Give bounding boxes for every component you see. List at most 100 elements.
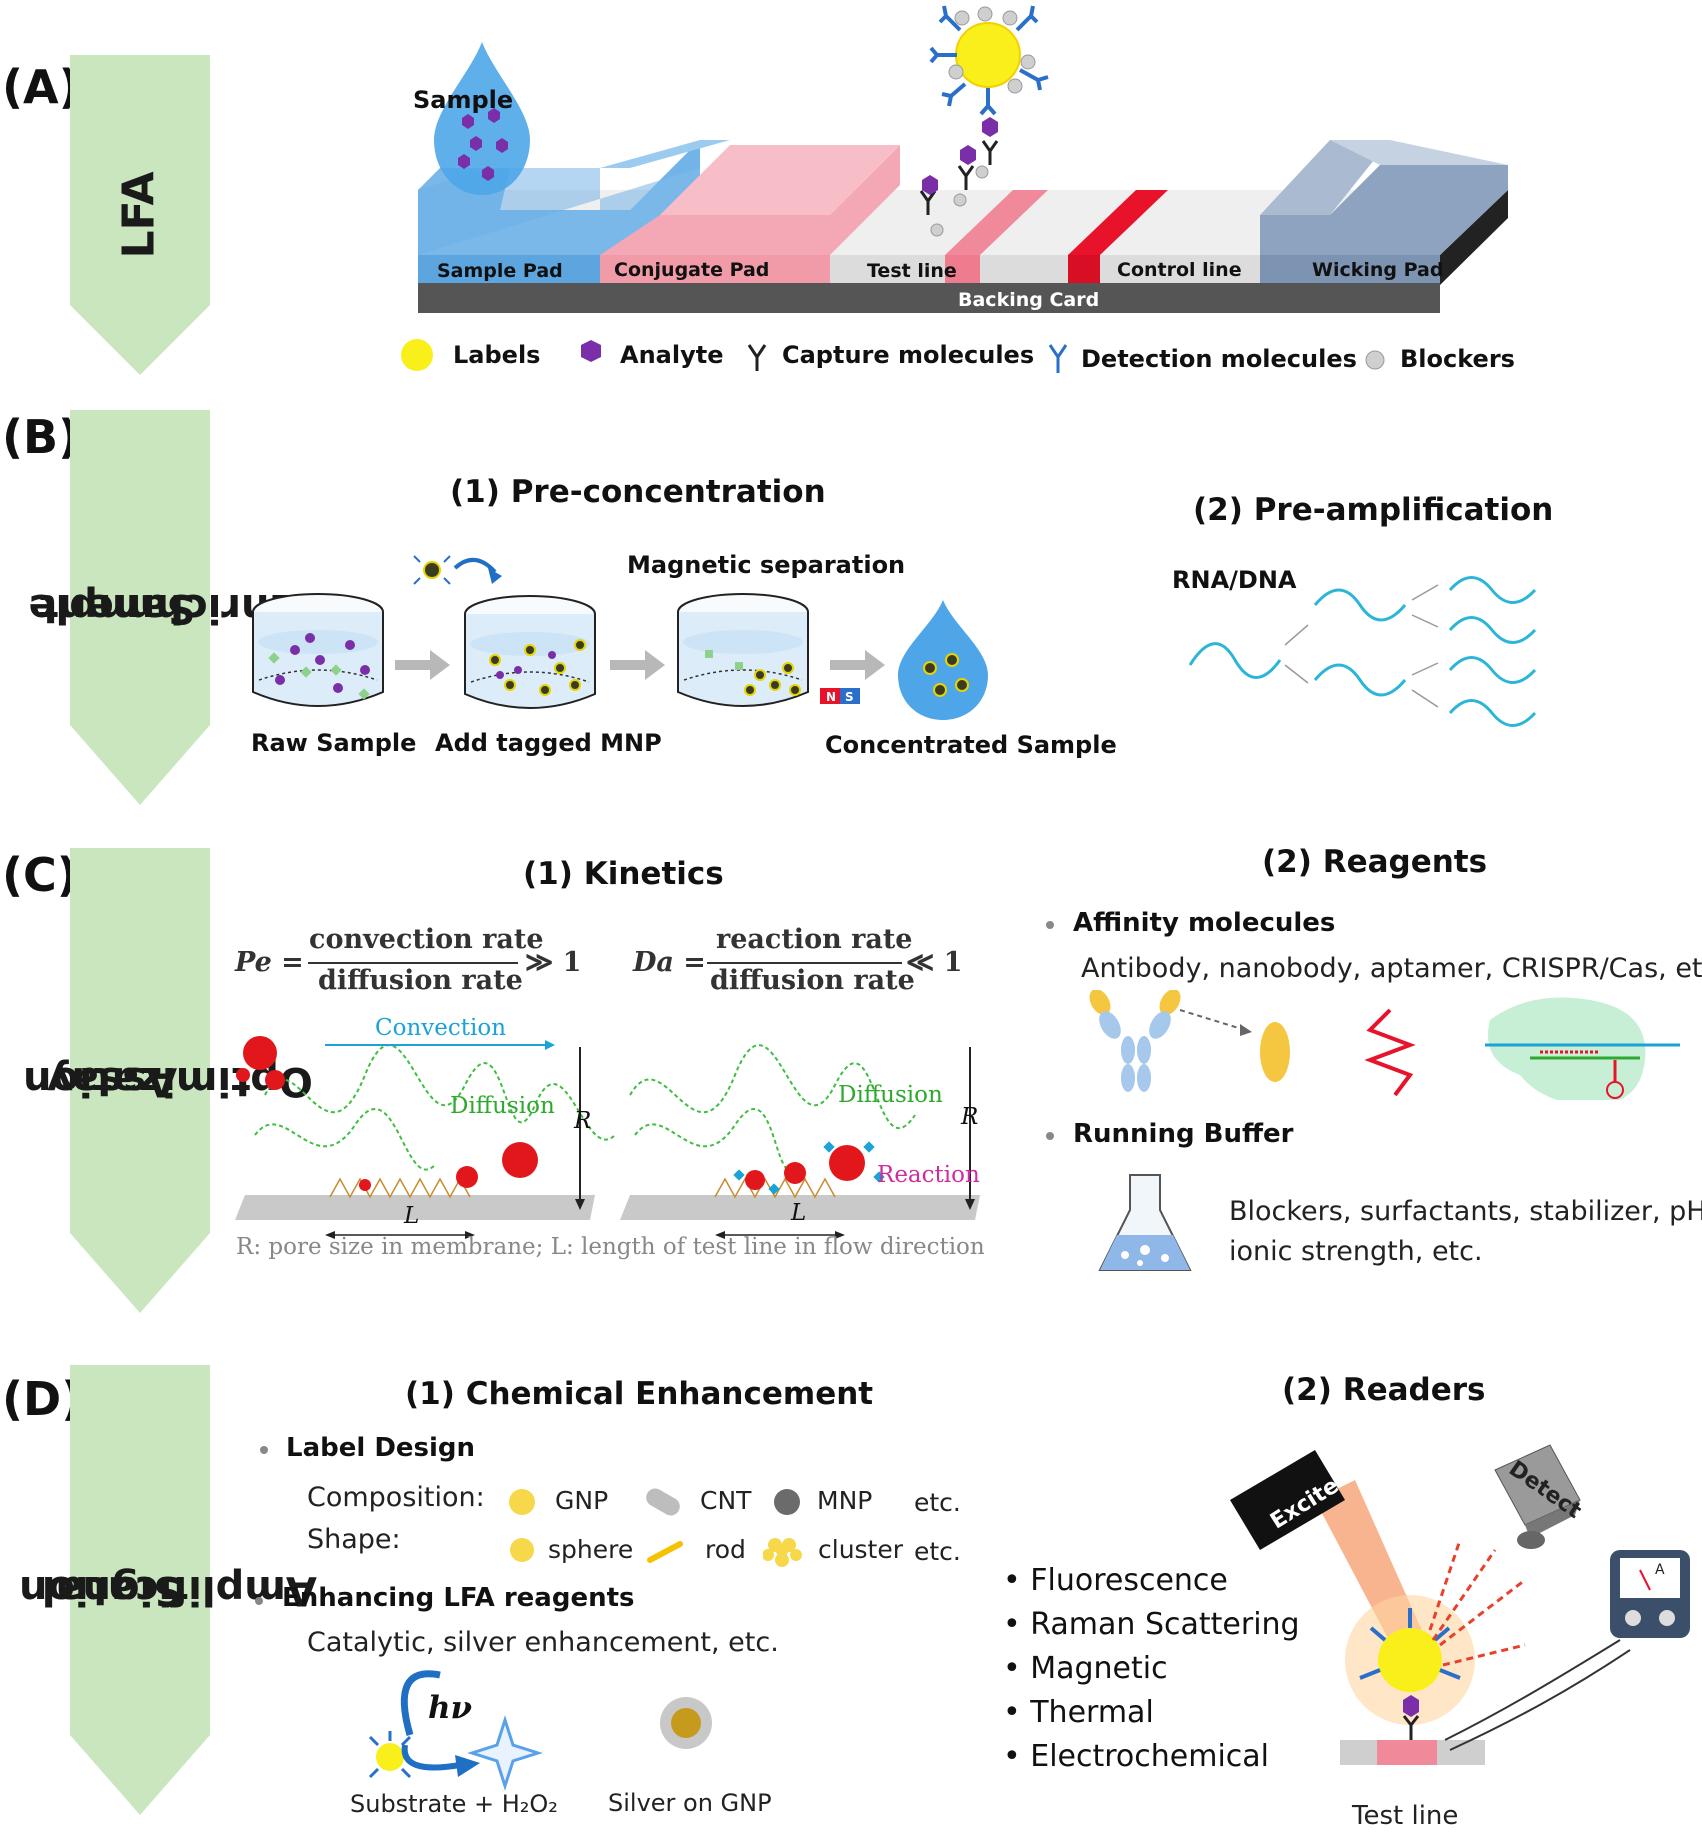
chemical-enhancement-title: (1) Chemical Enhancement: [405, 1376, 874, 1412]
legend-blockers-icon: [1365, 350, 1385, 370]
lfa-arrow: LFA: [70, 55, 210, 375]
reader-item-raman: • Raman Scattering: [1003, 1607, 1300, 1642]
r-label-left: R: [574, 1108, 592, 1134]
arrow-3-icon: [830, 650, 885, 680]
affinity-text: Antibody, nanobody, aptamer, CRISPR/Cas,…: [1081, 953, 1702, 984]
dna-wave-6: [1448, 656, 1537, 684]
buffer-bullet-dot: [1046, 1132, 1054, 1140]
dna-wave-4: [1448, 576, 1537, 604]
magnet-s: S: [845, 690, 854, 704]
substrate-particle-icon: [368, 1731, 412, 1779]
conjugate-pad: [600, 145, 900, 255]
cluster-icon: [763, 1538, 802, 1567]
backing-card-front: [418, 283, 1440, 313]
sphere-icon: [510, 1538, 534, 1562]
reader-item-fluorescence: • Fluorescence: [1003, 1563, 1228, 1598]
label-design-title: Label Design: [286, 1433, 476, 1463]
diffusion-label-right: Diffusion: [838, 1082, 943, 1108]
test-line-label: Test line: [867, 260, 957, 282]
reader-item-electrochemical: • Electrochemical: [1003, 1739, 1270, 1774]
section-c-tag: (C): [2, 848, 78, 902]
reader-item-magnetic: • Magnetic: [1003, 1651, 1168, 1686]
reagents-title: (2) Reagents: [1262, 844, 1488, 880]
excite-source-icon: Excite: [1230, 1450, 1345, 1550]
kinetics-particles-left: [236, 1036, 538, 1191]
cluster-label: cluster: [818, 1535, 904, 1564]
add-mnp-label: Add tagged MNP: [435, 729, 662, 757]
meter-label: A: [1655, 1562, 1665, 1578]
pre-concentration-title: (1) Pre-concentration: [450, 474, 826, 510]
convection-label: Convection: [375, 1015, 507, 1041]
dna-wave-3: [1313, 663, 1407, 697]
ammeter-icon: A: [1610, 1550, 1690, 1638]
dna-wave-7: [1448, 699, 1537, 727]
sample-pad-label: Sample Pad: [437, 260, 563, 282]
shape-label: Shape:: [307, 1524, 401, 1555]
concentrated-sample-label: Concentrated Sample: [825, 731, 1117, 759]
magnet-n: N: [826, 690, 836, 704]
test-line-stripe: [945, 190, 1048, 255]
composition-label: Composition:: [307, 1482, 485, 1513]
label-design-icons: [509, 1488, 800, 1563]
drop-analytes: [458, 108, 508, 181]
concentrated-drop-icon: [898, 600, 988, 720]
hv-arrow: [400, 1670, 441, 1736]
pre-amplification-diagram: [1188, 576, 1537, 727]
detector-icon: Detect: [1494, 1444, 1586, 1549]
rna-dna-label: RNA/DNA: [1172, 566, 1297, 594]
kinetics-title: (1) Kinetics: [523, 856, 724, 892]
wicking-pad-label: Wicking Pad: [1312, 259, 1444, 281]
legend-capture: Capture molecules: [782, 341, 1035, 369]
mnp-icon: [774, 1489, 800, 1515]
legend-labels-icon: [401, 339, 433, 371]
pre-amplification-title: (2) Pre-amplification: [1193, 492, 1554, 528]
gnp-label: GNP: [555, 1486, 609, 1515]
rod-icon: [647, 1541, 683, 1563]
reaction-label: Reaction: [877, 1162, 980, 1188]
affinity-bullet-dot: [1046, 921, 1054, 929]
magnet-icon: N S: [820, 688, 860, 704]
aptamer-icon: [1364, 1008, 1416, 1097]
da-lhs: Da =: [633, 947, 706, 978]
rod-label: rod: [705, 1535, 746, 1564]
dna-wave-5: [1448, 616, 1537, 644]
cnt-icon: [646, 1488, 680, 1516]
dna-wave-2: [1313, 588, 1407, 622]
pre-concentration-diagram: N S: [252, 555, 988, 720]
gnp-icon: [509, 1489, 535, 1515]
magnetic-separation-label: Magnetic separation: [627, 551, 906, 579]
raw-sample-label: Raw Sample: [251, 729, 417, 757]
pe-lhs: Pe =: [235, 947, 304, 978]
buffer-title: Running Buffer: [1073, 1119, 1294, 1149]
affinity-icons: [1089, 990, 1680, 1100]
sparkle-icon: [467, 1715, 543, 1791]
label-design-bullet-dot: [260, 1446, 268, 1454]
legend-icons: [401, 339, 1385, 373]
arrow-1-icon: [395, 650, 450, 680]
capture-complex: [919, 140, 999, 215]
sphere-label: sphere: [548, 1535, 634, 1564]
nanobody-icon: [1260, 1022, 1290, 1082]
arrow-2-icon: [610, 650, 665, 680]
l-label-left: L: [404, 1203, 420, 1229]
buffer-line1: Blockers, surfactants, stabilizer, pH,: [1229, 1196, 1702, 1227]
legend-blockers: Blockers: [1400, 345, 1515, 373]
pe-numerator: convection rate: [309, 924, 544, 955]
legend-detection-icon: [1048, 344, 1068, 373]
magnetic-separation-beaker: [677, 593, 809, 707]
kinetics-particles-right: [745, 1145, 865, 1190]
substrate-label: Substrate + H₂O₂: [350, 1790, 558, 1818]
membrane-left: [235, 1195, 595, 1220]
hv-label: hν: [428, 1690, 473, 1726]
da-numerator: reaction rate: [716, 924, 913, 955]
conjugate-pad-label: Conjugate Pad: [614, 259, 770, 281]
lfa-arrow-label: LFA: [113, 171, 165, 259]
legend-labels: Labels: [453, 341, 541, 369]
etc-label-2: etc.: [914, 1537, 961, 1566]
da-fraction-bar: [707, 962, 902, 964]
legend-capture-icon: [747, 344, 767, 371]
membrane-right: [620, 1195, 980, 1220]
silver-gnp-label: Silver on GNP: [608, 1789, 772, 1817]
